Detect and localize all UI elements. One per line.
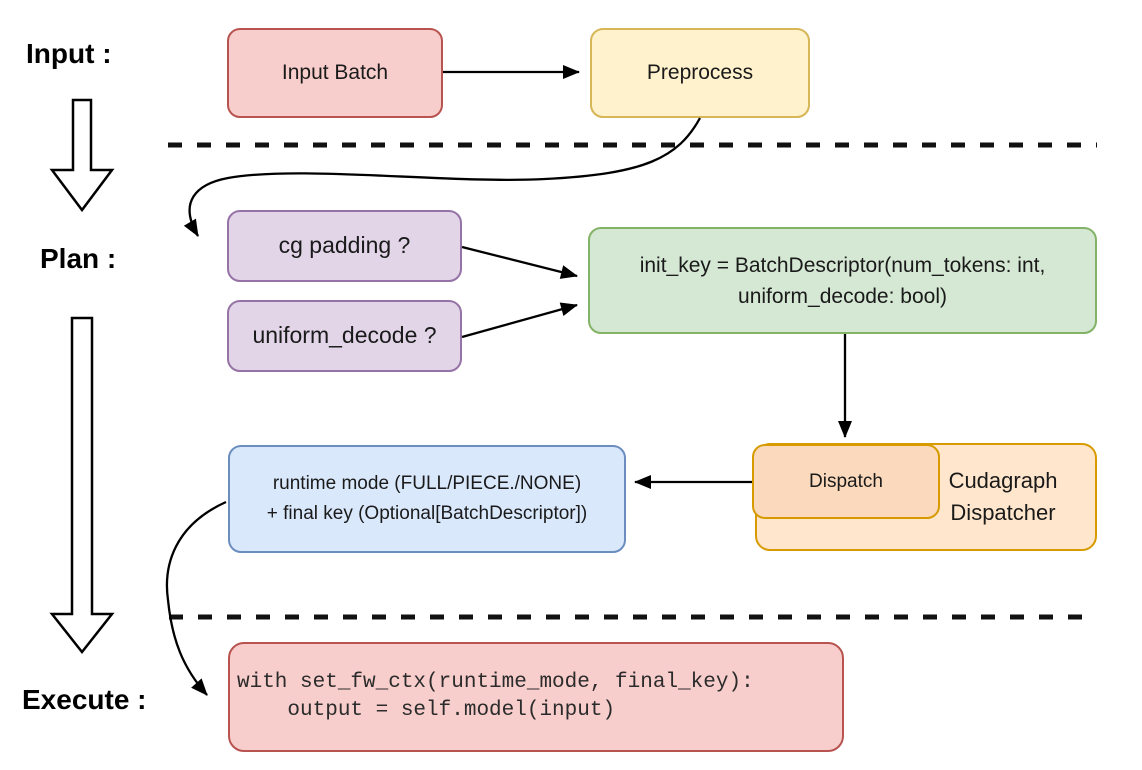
node-execute-code: with set_fw_ctx(runtime_mode, final_key)… xyxy=(228,642,844,752)
node-uniform-decode: uniform_decode ? xyxy=(227,300,462,372)
node-runtime-result: runtime mode (FULL/PIECE./NONE) + final … xyxy=(228,445,626,553)
node-input-batch: Input Batch xyxy=(227,28,443,118)
connector-uniformdecode-to-initkey xyxy=(461,302,578,339)
connector-runtime-to-executecode xyxy=(165,500,227,696)
node-dispatch: Dispatch xyxy=(752,444,940,519)
connector-cgpadding-to-initkey xyxy=(461,245,578,279)
node-init-key-line1: init_key = BatchDescriptor(num_tokens: i… xyxy=(639,253,1046,277)
node-runtime-line2: + final key (Optional[BatchDescriptor]) xyxy=(266,503,588,524)
node-cg-padding-label: cg padding ? xyxy=(278,232,411,259)
input-stage-down-arrow xyxy=(49,98,115,213)
stage-label-execute: Execute : xyxy=(22,684,147,715)
node-init-key: init_key = BatchDescriptor(num_tokens: i… xyxy=(588,227,1097,334)
cudagraph-dispatcher-label: Cudagraph Dispatcher xyxy=(917,445,1089,549)
node-runtime-line1: runtime mode (FULL/PIECE./NONE) xyxy=(272,473,582,494)
cudagraph-dispatcher-line1: Cudagraph xyxy=(948,468,1058,493)
plan-stage-down-arrow xyxy=(49,316,115,655)
node-dispatch-label: Dispatch xyxy=(809,470,883,492)
node-input-batch-label: Input Batch xyxy=(281,60,389,84)
node-preprocess-label: Preprocess xyxy=(646,60,754,84)
node-cg-padding: cg padding ? xyxy=(227,210,462,282)
node-uniform-decode-label: uniform_decode ? xyxy=(252,322,437,349)
execute-code-line2: output = self.model(input) xyxy=(237,699,616,722)
stage-label-plan: Plan : xyxy=(40,243,117,274)
cudagraph-dispatcher-line2: Dispatcher xyxy=(950,500,1056,525)
stage-label-input: Input : xyxy=(26,38,112,69)
execute-code-line1: with set_fw_ctx(runtime_mode, final_key)… xyxy=(237,671,754,694)
node-init-key-line2: uniform_decode: bool) xyxy=(738,284,947,308)
node-preprocess: Preprocess xyxy=(590,28,810,118)
